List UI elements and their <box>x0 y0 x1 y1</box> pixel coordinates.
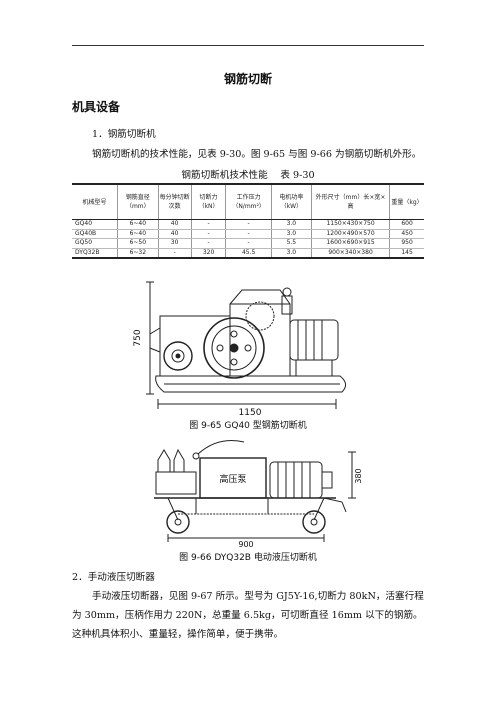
cell: - <box>225 219 272 230</box>
figure2-caption: 图 9-66 DYQ32B 电动液压切断机 <box>179 553 317 563</box>
col-header: 机械型号 <box>72 184 118 220</box>
gq40-width-label: 1150 <box>239 408 262 416</box>
cell: 5.5 <box>270 238 312 249</box>
cell: GQ40B <box>72 229 118 239</box>
cell: - <box>190 229 226 239</box>
table-header-row: 机械型号 钢筋直径（mm） 每分钟切断次数 切断力（kN） 工作压力（N/mm²… <box>72 184 424 220</box>
col-header: 每分钟切断次数 <box>157 184 192 220</box>
cell: 3.0 <box>270 229 312 239</box>
col-header: 钢筋直径（mm） <box>117 184 159 220</box>
intro-paragraph: 钢筋切断机的技术性能，见表 9-30。图 9-65 与图 9-66 为钢筋切断机… <box>92 149 422 160</box>
cell: - <box>190 219 226 230</box>
cell: - <box>190 238 226 249</box>
spec-table: 机械型号 钢筋直径（mm） 每分钟切断次数 切断力（kN） 工作压力（N/mm²… <box>72 183 424 259</box>
table-row: GQ40 6~40 40 - - 3.0 1150×430×750 600 <box>72 219 424 230</box>
cell: 40 <box>157 219 192 230</box>
cell: - <box>157 248 192 259</box>
item2-paragraph: 手动液压切断器，见图 9-67 所示。型号为 GJ5Y-16,切断力 80kN，… <box>72 591 424 640</box>
cell: 3.0 <box>270 219 312 230</box>
dyq32b-width-label: 900 <box>238 540 253 548</box>
cell: 1200×490×570 <box>310 229 390 239</box>
cell: 6~50 <box>117 238 159 249</box>
cell: 145 <box>389 248 424 259</box>
cell: 450 <box>389 229 424 239</box>
header-rule <box>72 45 424 46</box>
cell: 3.0 <box>270 248 312 259</box>
gq40-height-label: 750 <box>133 329 143 346</box>
col-header: 重量（kg） <box>389 184 424 220</box>
cell: 320 <box>190 248 226 259</box>
col-header: 工作压力（N/mm²） <box>225 184 272 220</box>
cell: 600 <box>389 219 424 230</box>
dyq32b-height-label: 380 <box>354 468 363 483</box>
dyq32b-cutter-drawing: 高压泵 380 900 <box>154 440 363 548</box>
col-header: 电机功率（kW） <box>270 184 312 220</box>
figure1-caption: 图 9-65 GQ40 型钢筋切断机 <box>189 421 307 431</box>
gq40-cutter-drawing: 750 1150 <box>133 281 346 416</box>
cell: DYQ32B <box>72 248 118 259</box>
cell: 40 <box>157 229 192 239</box>
section-heading: 机具设备 <box>72 100 121 114</box>
col-header: 外形尺寸（mm）长×宽×高 <box>310 184 390 220</box>
cell: 45.5 <box>225 248 272 259</box>
cell: 6~40 <box>117 229 159 239</box>
cell: GQ40 <box>72 219 118 230</box>
cell: 6~32 <box>117 248 159 259</box>
cell: 950 <box>389 238 424 249</box>
cell: 900×340×380 <box>310 248 390 259</box>
pump-label: 高压泵 <box>219 473 246 485</box>
page-title: 钢筋切断 <box>223 72 272 86</box>
cell: - <box>225 229 272 239</box>
cell: GQ50 <box>72 238 118 249</box>
cell: 1600×690×915 <box>310 238 390 249</box>
cell: 30 <box>157 238 192 249</box>
item1-heading: 1．钢筋切断机 <box>92 129 156 140</box>
cell: 1150×430×750 <box>310 219 390 230</box>
table-row: GQ50 6~50 30 - - 5.5 1600×690×915 950 <box>72 238 424 249</box>
col-header: 切断力（kN） <box>190 184 226 220</box>
table-caption: 钢筋切断机技术性能 表 9-30 <box>181 170 315 181</box>
table-row: DYQ32B 6~32 - 320 45.5 3.0 900×340×380 1… <box>72 248 424 259</box>
cell: 6~40 <box>117 219 159 230</box>
cell: - <box>225 238 272 249</box>
table-row: GQ40B 6~40 40 - - 3.0 1200×490×570 450 <box>72 229 424 239</box>
item2-heading: 2．手动液压切断器 <box>72 572 155 583</box>
